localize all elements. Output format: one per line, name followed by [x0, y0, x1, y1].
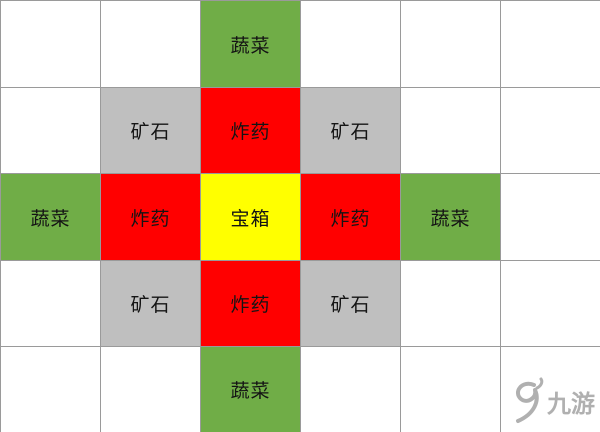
empty-cell — [401, 1, 500, 87]
cell-label: 矿石 — [330, 294, 371, 316]
empty-cell — [501, 261, 600, 346]
empty-cell — [401, 347, 500, 432]
empty-cell — [1, 88, 100, 173]
empty-cell — [1, 347, 100, 432]
explosive-cell: 炸药 — [201, 88, 300, 173]
cell-label: 蔬菜 — [30, 207, 71, 230]
cell-label: 炸药 — [330, 207, 371, 230]
ore-cell: 矿石 — [101, 88, 200, 173]
vegetable-cell: 蔬菜 — [1, 174, 100, 260]
explosive-cell: 炸药 — [201, 261, 300, 346]
empty-cell — [301, 347, 400, 432]
vegetable-cell: 蔬菜 — [401, 174, 500, 260]
explosive-cell: 炸药 — [301, 174, 400, 260]
cell-label: 蔬菜 — [230, 380, 271, 402]
explosive-cell: 炸药 — [101, 174, 200, 260]
cell-label: 矿石 — [130, 121, 171, 143]
empty-cell — [401, 88, 500, 173]
cell-label: 蔬菜 — [430, 207, 471, 230]
ore-cell: 矿石 — [101, 261, 200, 346]
cell-label: 炸药 — [130, 207, 171, 230]
empty-cell — [1, 261, 100, 346]
empty-cell — [501, 1, 600, 87]
treasure-chest-cell: 宝箱 — [201, 174, 300, 260]
empty-cell — [101, 1, 200, 87]
empty-cell — [301, 1, 400, 87]
cell-label: 宝箱 — [230, 207, 271, 230]
ore-cell: 矿石 — [301, 261, 400, 346]
empty-cell — [101, 347, 200, 432]
empty-cell — [401, 261, 500, 346]
vegetable-cell: 蔬菜 — [201, 347, 300, 432]
empty-cell — [501, 174, 600, 260]
vegetable-cell: 蔬菜 — [201, 1, 300, 87]
empty-cell — [1, 1, 100, 87]
ore-cell: 矿石 — [301, 88, 400, 173]
empty-cell — [501, 88, 600, 173]
cell-label: 蔬菜 — [230, 34, 271, 57]
empty-cell — [501, 347, 600, 432]
cell-label: 炸药 — [230, 294, 271, 316]
cell-label: 矿石 — [330, 121, 371, 143]
cell-label: 矿石 — [130, 294, 171, 316]
cell-label: 炸药 — [230, 121, 271, 143]
